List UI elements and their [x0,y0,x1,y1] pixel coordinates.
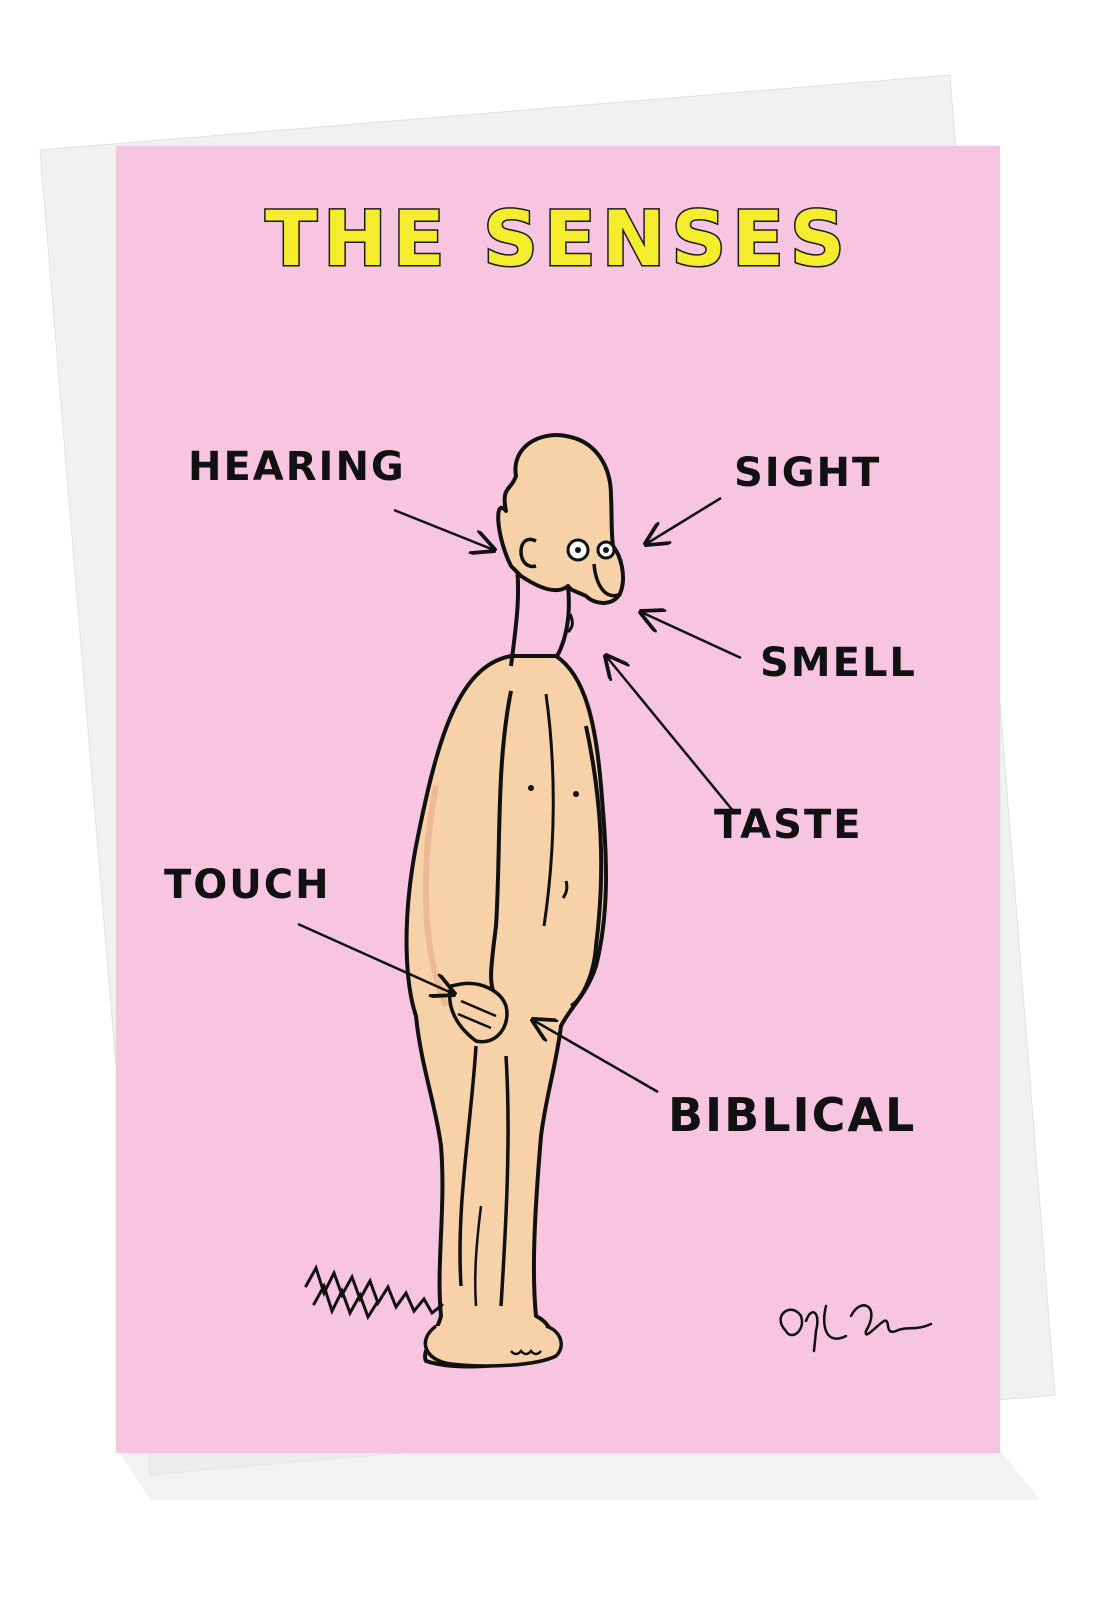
label-sight: SIGHT [734,450,882,496]
arrow-hearing [393,508,494,550]
artist-signature-icon [779,1304,933,1353]
figure-hand [448,981,509,1044]
label-biblical: BIBLICAL [668,1088,917,1142]
cartoon-figure [297,433,742,1369]
figure-head [496,433,625,605]
arrow-biblical [533,1020,659,1094]
card-title: THE SENSES [264,193,851,285]
label-hearing: HEARING [188,444,406,490]
label-smell: SMELL [760,640,917,686]
arrow-smell [641,612,742,660]
greeting-card: THE SENSES [116,146,1000,1453]
arrow-taste [606,656,735,813]
arrow-touch [297,922,454,994]
arrow-sight [646,496,722,544]
label-touch: TOUCH [164,862,331,908]
motion-lines-icon [304,1264,444,1321]
label-taste: TASTE [714,802,863,848]
